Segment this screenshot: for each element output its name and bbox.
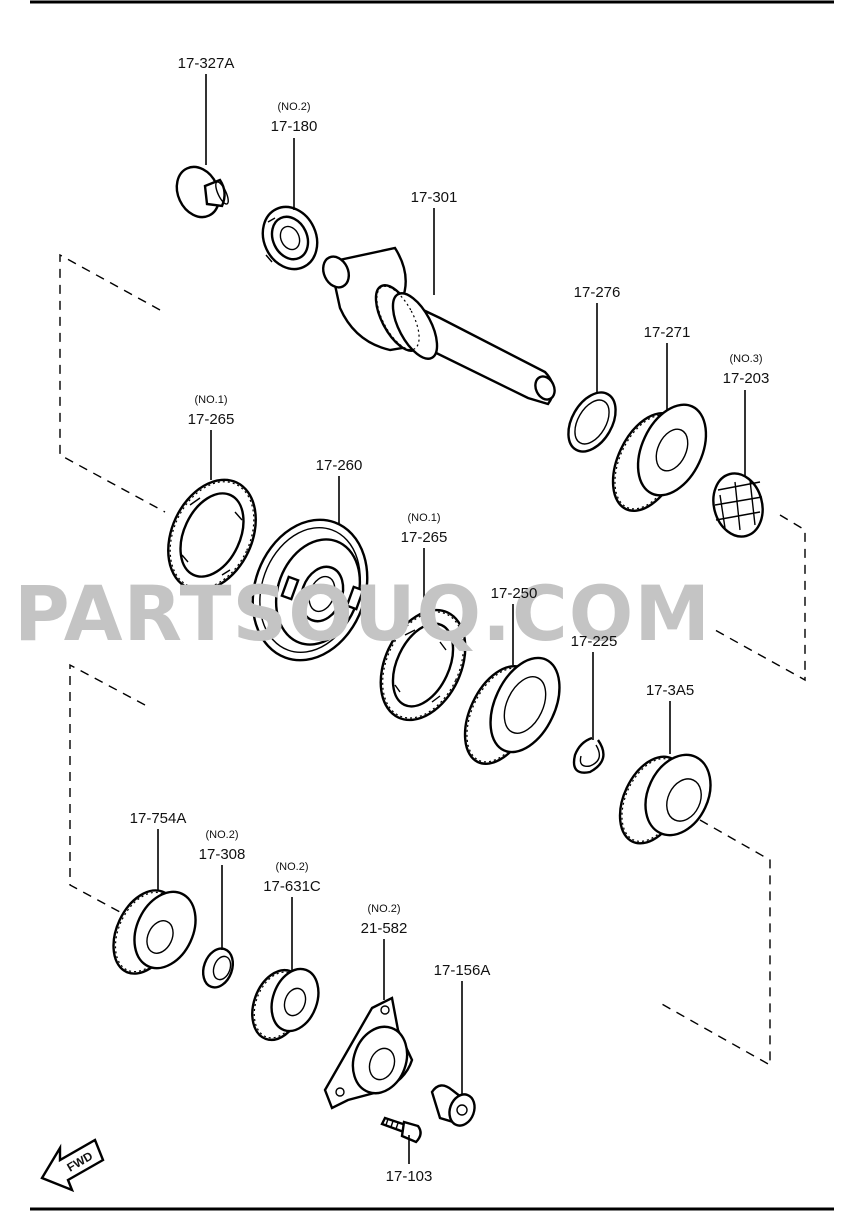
part-17-265-synchronizer-ring-left[interactable] [151,466,273,605]
part-21-582-retainer-bracket[interactable] [323,996,416,1110]
label-17-754A: 17-754A [130,810,187,827]
part-17-754A-gear[interactable] [101,880,207,983]
label-21-582: 21-582 [361,920,408,937]
label-17-156A: 17-156A [434,962,491,979]
label-17-327A: 17-327A [178,55,235,72]
part-17-180-bearing[interactable] [253,198,327,278]
watermark: PARTSOUQ.COM [14,569,711,658]
label-17-260: 17-260 [316,457,363,474]
part-17-271-gear[interactable] [599,394,720,522]
qualifier-17-180: (NO.2) [278,101,311,113]
label-17-203: 17-203 [723,370,770,387]
part-17-103-bolt[interactable] [380,1116,422,1144]
part-17-265-synchronizer-ring-center[interactable] [364,596,482,733]
part-17-3A5-gear[interactable] [607,744,723,853]
assembly-guide-lines [59,253,806,1067]
label-17-250: 17-250 [491,585,538,602]
label-17-225: 17-225 [571,633,618,650]
part-17-276-shim[interactable] [559,384,626,459]
part-labels: 17-327A (NO.2) 17-180 17-301 17-276 17-2… [130,55,770,1185]
part-17-156A-plug[interactable] [430,1084,479,1129]
qualifier-17-203: (NO.3) [730,353,763,365]
part-17-225-snap-ring[interactable] [572,736,605,774]
label-17-271: 17-271 [644,324,691,341]
label-17-308: 17-308 [199,846,246,863]
label-17-631C: 17-631C [263,878,321,895]
part-17-203-needle-bearing[interactable] [707,468,770,542]
label-17-180: 17-180 [271,118,318,135]
part-17-301-input-shaft[interactable] [318,246,558,406]
label-17-265-left: 17-265 [188,411,235,428]
qualifier-21-582: (NO.2) [368,903,401,915]
part-17-631C-bearing[interactable] [243,962,326,1047]
part-17-327A-plug[interactable] [169,160,231,224]
leader-lines [157,74,746,1164]
part-17-308-bushing[interactable] [198,944,238,991]
label-17-103: 17-103 [386,1168,433,1185]
label-17-3A5: 17-3A5 [646,682,694,699]
label-17-301: 17-301 [411,189,458,206]
part-17-260-clutch-hub-sleeve[interactable] [234,504,387,677]
qualifier-17-265-center: (NO.1) [408,512,441,524]
fwd-arrow-icon: FWD [40,1138,105,1193]
part-17-250-gear[interactable] [451,647,573,775]
label-17-265-center: 17-265 [401,529,448,546]
qualifier-17-265-left: (NO.1) [195,394,228,406]
qualifier-17-631C: (NO.2) [276,861,309,873]
label-17-276: 17-276 [574,284,621,301]
qualifier-17-308: (NO.2) [206,829,239,841]
